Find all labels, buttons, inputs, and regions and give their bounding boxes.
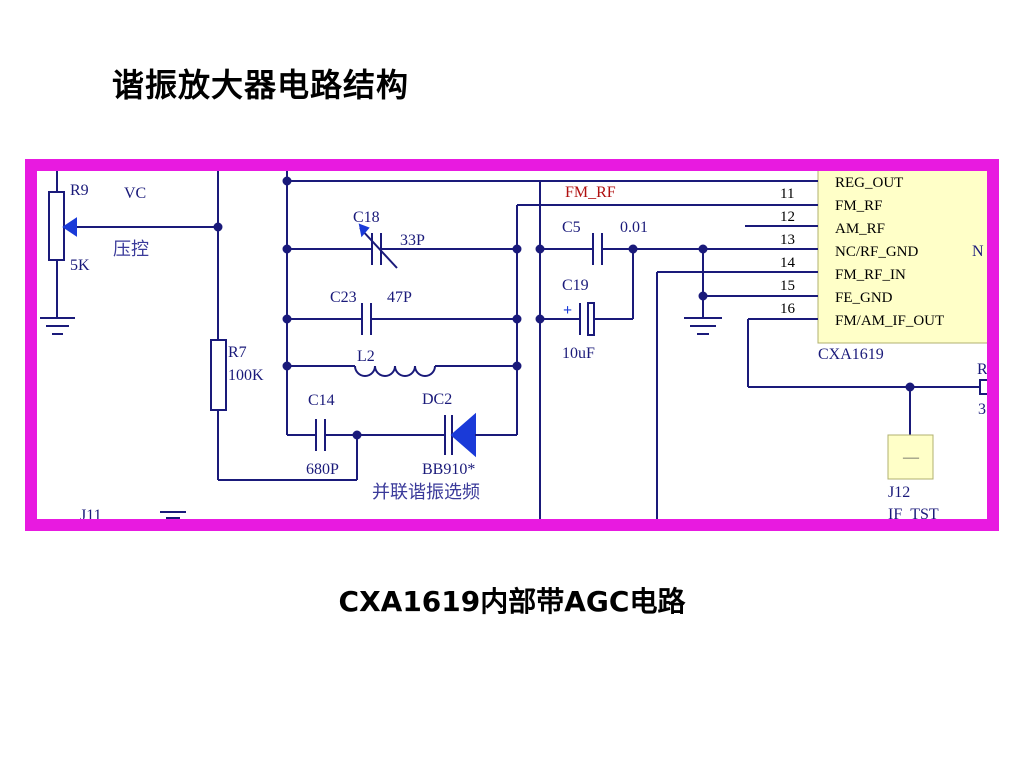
circuit-wires: [40, 170, 990, 520]
ic-pin: 15 FE_GND: [780, 278, 893, 306]
ic-pin: 13 NC/RF_GND: [780, 232, 919, 260]
c19-ref: C19: [562, 277, 589, 294]
r9-ref: R9: [70, 182, 89, 199]
c19-plus: +: [563, 302, 572, 319]
ic-pin-name: FM_RF: [835, 198, 883, 214]
ic-pin-name: NC/RF_GND: [835, 244, 919, 260]
c19-value: 10uF: [562, 345, 595, 362]
dc2-varactor: [450, 412, 476, 458]
edge-n-label: N: [972, 243, 984, 260]
r7-ref: R7: [228, 344, 247, 361]
vc-label: VC: [124, 185, 146, 202]
slide-caption: CXA1619内部带AGC电路: [338, 585, 686, 618]
ic-pin: REG_OUT: [835, 175, 903, 191]
r9-resistor: [48, 191, 65, 261]
ic-pin-name: FM_RF_IN: [835, 267, 906, 283]
r7-resistor: [210, 339, 227, 411]
l2-ref: L2: [357, 348, 375, 365]
dc2-value: BB910*: [422, 461, 475, 478]
c23-value: 47P: [387, 289, 412, 306]
ic-pin: 11 FM_RF: [780, 186, 883, 214]
ic-pin-number: 12: [780, 209, 795, 225]
slide-title: 谐振放大器电路结构: [112, 66, 410, 104]
ic-name: CXA1619: [818, 346, 884, 363]
c18-ref: C18: [353, 209, 380, 226]
j12-ref: J12: [888, 484, 910, 501]
j12-connector: [887, 434, 934, 480]
c23-ref: C23: [330, 289, 357, 306]
ic-pin: 16 FM/AM_IF_OUT: [780, 301, 944, 329]
r7-value: 100K: [228, 367, 264, 384]
r9-value: 5K: [70, 257, 90, 274]
highlight-frame: [25, 159, 999, 531]
yakong-label: 压控: [113, 239, 149, 260]
c5-ref: C5: [562, 219, 581, 236]
c18-value: 33P: [400, 232, 425, 249]
ic-pin-number: 14: [780, 255, 796, 271]
edge-3-label: 3: [978, 401, 986, 418]
ic-pin: 14 FM_RF_IN: [780, 255, 906, 283]
ic-pin: 12 AM_RF: [780, 209, 885, 237]
ic-pin-number: 15: [780, 278, 795, 294]
edge-r-label: R: [977, 361, 988, 378]
wiper-arrow: [62, 217, 77, 237]
c14-ref: C14: [308, 392, 335, 409]
c18-variable-arrow: [359, 227, 398, 269]
ground-symbol-ic: [684, 317, 722, 335]
ic-pin-name: REG_OUT: [835, 175, 903, 191]
dc2-ref: DC2: [422, 391, 452, 408]
r-partial-resistor: [979, 379, 990, 395]
fm-rf-net-label: FM_RF: [565, 184, 616, 201]
j12-value: IF_TST: [888, 506, 939, 523]
parallel-resonance-label: 并联谐振选频: [372, 482, 480, 503]
ic-pin-name: AM_RF: [835, 221, 885, 237]
ic-pin-list: REG_OUT 11 FM_RF 12 AM_RF 13 NC/RF_GND 1…: [780, 175, 944, 329]
j12-pin: —: [902, 449, 920, 466]
l2-inductor: [354, 365, 436, 377]
ic-body: [817, 170, 990, 344]
c14-value: 680P: [306, 461, 339, 478]
ic-pin-number: 16: [780, 301, 796, 317]
ic-pin-name: FM/AM_IF_OUT: [835, 313, 944, 329]
ic-pin-number: 11: [780, 186, 794, 202]
c19-electrolytic-plate: [587, 302, 595, 336]
ground-symbol-r9: [40, 317, 75, 335]
ic-pin-name: FE_GND: [835, 290, 893, 306]
c5-value: 0.01: [620, 219, 648, 236]
ic-pin-number: 13: [780, 232, 795, 248]
